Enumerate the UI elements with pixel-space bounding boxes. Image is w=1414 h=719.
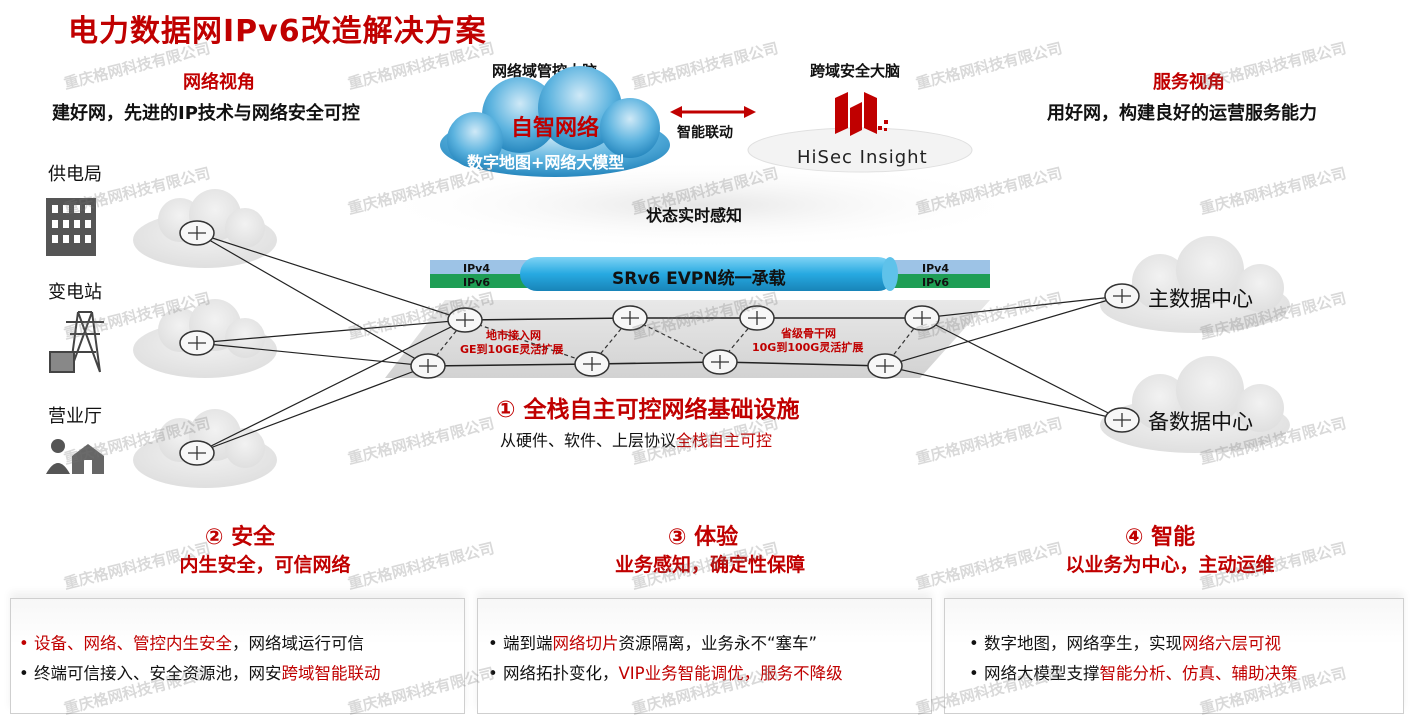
glow-ellipse <box>370 160 1030 250</box>
router-dc-primary <box>1104 283 1140 309</box>
office-building-icon <box>46 198 96 256</box>
router-core-2 <box>574 351 610 377</box>
intelligence-box: • 数字地图，网络孪生，实现网络六层可视 • 网络大模型支撑智能分析、仿真、辅助… <box>944 598 1404 714</box>
dc-links <box>884 295 1123 421</box>
pillar-experience-subtitle: 业务感知，确定性保障 <box>614 554 805 576</box>
backbone-net-label: 省级骨干网 <box>781 327 836 340</box>
security-bullet-1: • 设备、网络、管控内生安全，网络域运行可信 <box>19 634 364 653</box>
network-view-heading: 网络视角 <box>183 72 255 93</box>
intelligence-bullet-1: • 数字地图，网络孪生，实现网络六层可视 <box>969 634 1281 653</box>
router-site-1 <box>179 220 215 246</box>
router-core-1 <box>612 305 648 331</box>
router-access-2 <box>410 353 446 379</box>
ipv6-label-right: IPv6 <box>922 276 949 289</box>
router-core-4 <box>702 349 738 375</box>
experience-bullet-1: • 端到端网络切片资源隔离，业务永不“塞车” <box>488 634 818 653</box>
experience-bullet-2: • 网络拓扑变化，VIP业务智能调优，服务不降级 <box>488 664 843 683</box>
site-links <box>196 232 466 454</box>
network-view-text: 建好网，先进的IP技术与网络安全可控 <box>52 103 360 124</box>
backbone-net-sublabel: 10G到100G灵活扩展 <box>752 341 864 354</box>
hisec-product-name: HiSec Insight <box>797 147 928 168</box>
pillar-intelligence-subtitle: 以业务为中心，主动运维 <box>1065 554 1275 576</box>
security-bullet-2: • 终端可信接入、安全资源池，网安跨域智能联动 <box>19 664 381 683</box>
router-site-2 <box>179 330 215 356</box>
router-icons <box>179 220 1140 466</box>
pillar-intelligence-title: ④ 智能 <box>1124 525 1196 550</box>
service-view-text: 用好网，构建良好的运营服务能力 <box>1047 103 1317 124</box>
router-dc-backup <box>1104 407 1140 433</box>
infra-title: ① 全栈自主可控网络基础设施 <box>496 397 800 423</box>
linkage-arrow <box>670 106 756 118</box>
srv6-pipe <box>430 257 990 291</box>
security-box: • 设备、网络、管控内生安全，网络域运行可信 • 终端可信接入、安全资源池，网安… <box>10 598 465 714</box>
ipv4-label-right: IPv4 <box>922 262 949 275</box>
service-view-heading: 服务视角 <box>1153 72 1225 93</box>
ipv6-label-left: IPv6 <box>463 276 490 289</box>
router-core-6 <box>867 353 903 379</box>
srv6-label: SRv6 EVPN统一承载 <box>612 269 786 289</box>
substation-tower-icon <box>49 311 104 373</box>
router-access-1 <box>447 307 483 333</box>
autonomous-network-subtitle: 数字地图+网络大模型 <box>467 153 625 172</box>
router-core-3 <box>739 305 775 331</box>
status-label: 状态实时感知 <box>646 206 743 225</box>
infra-subtitle: 从硬件、软件、上层协议全栈自主可控 <box>500 431 773 450</box>
access-net-label: 地市接入网 <box>486 329 541 342</box>
linkage-label: 智能联动 <box>677 125 733 141</box>
primary-dc-label: 主数据中心 <box>1148 287 1253 311</box>
hisec-logo <box>835 92 888 136</box>
site-label-substation: 变电站 <box>48 282 102 303</box>
router-site-3 <box>179 440 215 466</box>
router-core-5 <box>904 305 940 331</box>
experience-box: • 端到端网络切片资源隔离，业务永不“塞车” • 网络拓扑变化，VIP业务智能调… <box>477 598 932 714</box>
pillar-security-subtitle: 内生安全，可信网络 <box>179 554 351 576</box>
site-label-service-hall: 营业厅 <box>48 406 102 427</box>
autonomous-network-cloud <box>440 66 670 177</box>
access-net-sublabel: GE到10GE灵活扩展 <box>460 343 564 356</box>
security-brain-label: 跨域安全大脑 <box>810 62 901 80</box>
core-links <box>427 317 922 367</box>
ipv4-label-left: IPv4 <box>463 262 490 275</box>
autonomous-network-title: 自智网络 <box>511 116 600 141</box>
page-title: 电力数据网IPv6改造解决方案 <box>68 14 487 49</box>
backup-dc-cloud <box>1100 356 1290 453</box>
service-hall-icon <box>46 439 104 474</box>
pillar-security-title: ② 安全 <box>204 525 276 550</box>
intelligence-bullet-2: • 网络大模型支撑智能分析、仿真、辅助决策 <box>969 664 1298 683</box>
site-label-power-bureau: 供电局 <box>48 164 102 185</box>
primary-dc-cloud <box>1100 236 1290 333</box>
pillar-experience-title: ③ 体验 <box>667 525 739 550</box>
backup-dc-label: 备数据中心 <box>1148 410 1253 434</box>
